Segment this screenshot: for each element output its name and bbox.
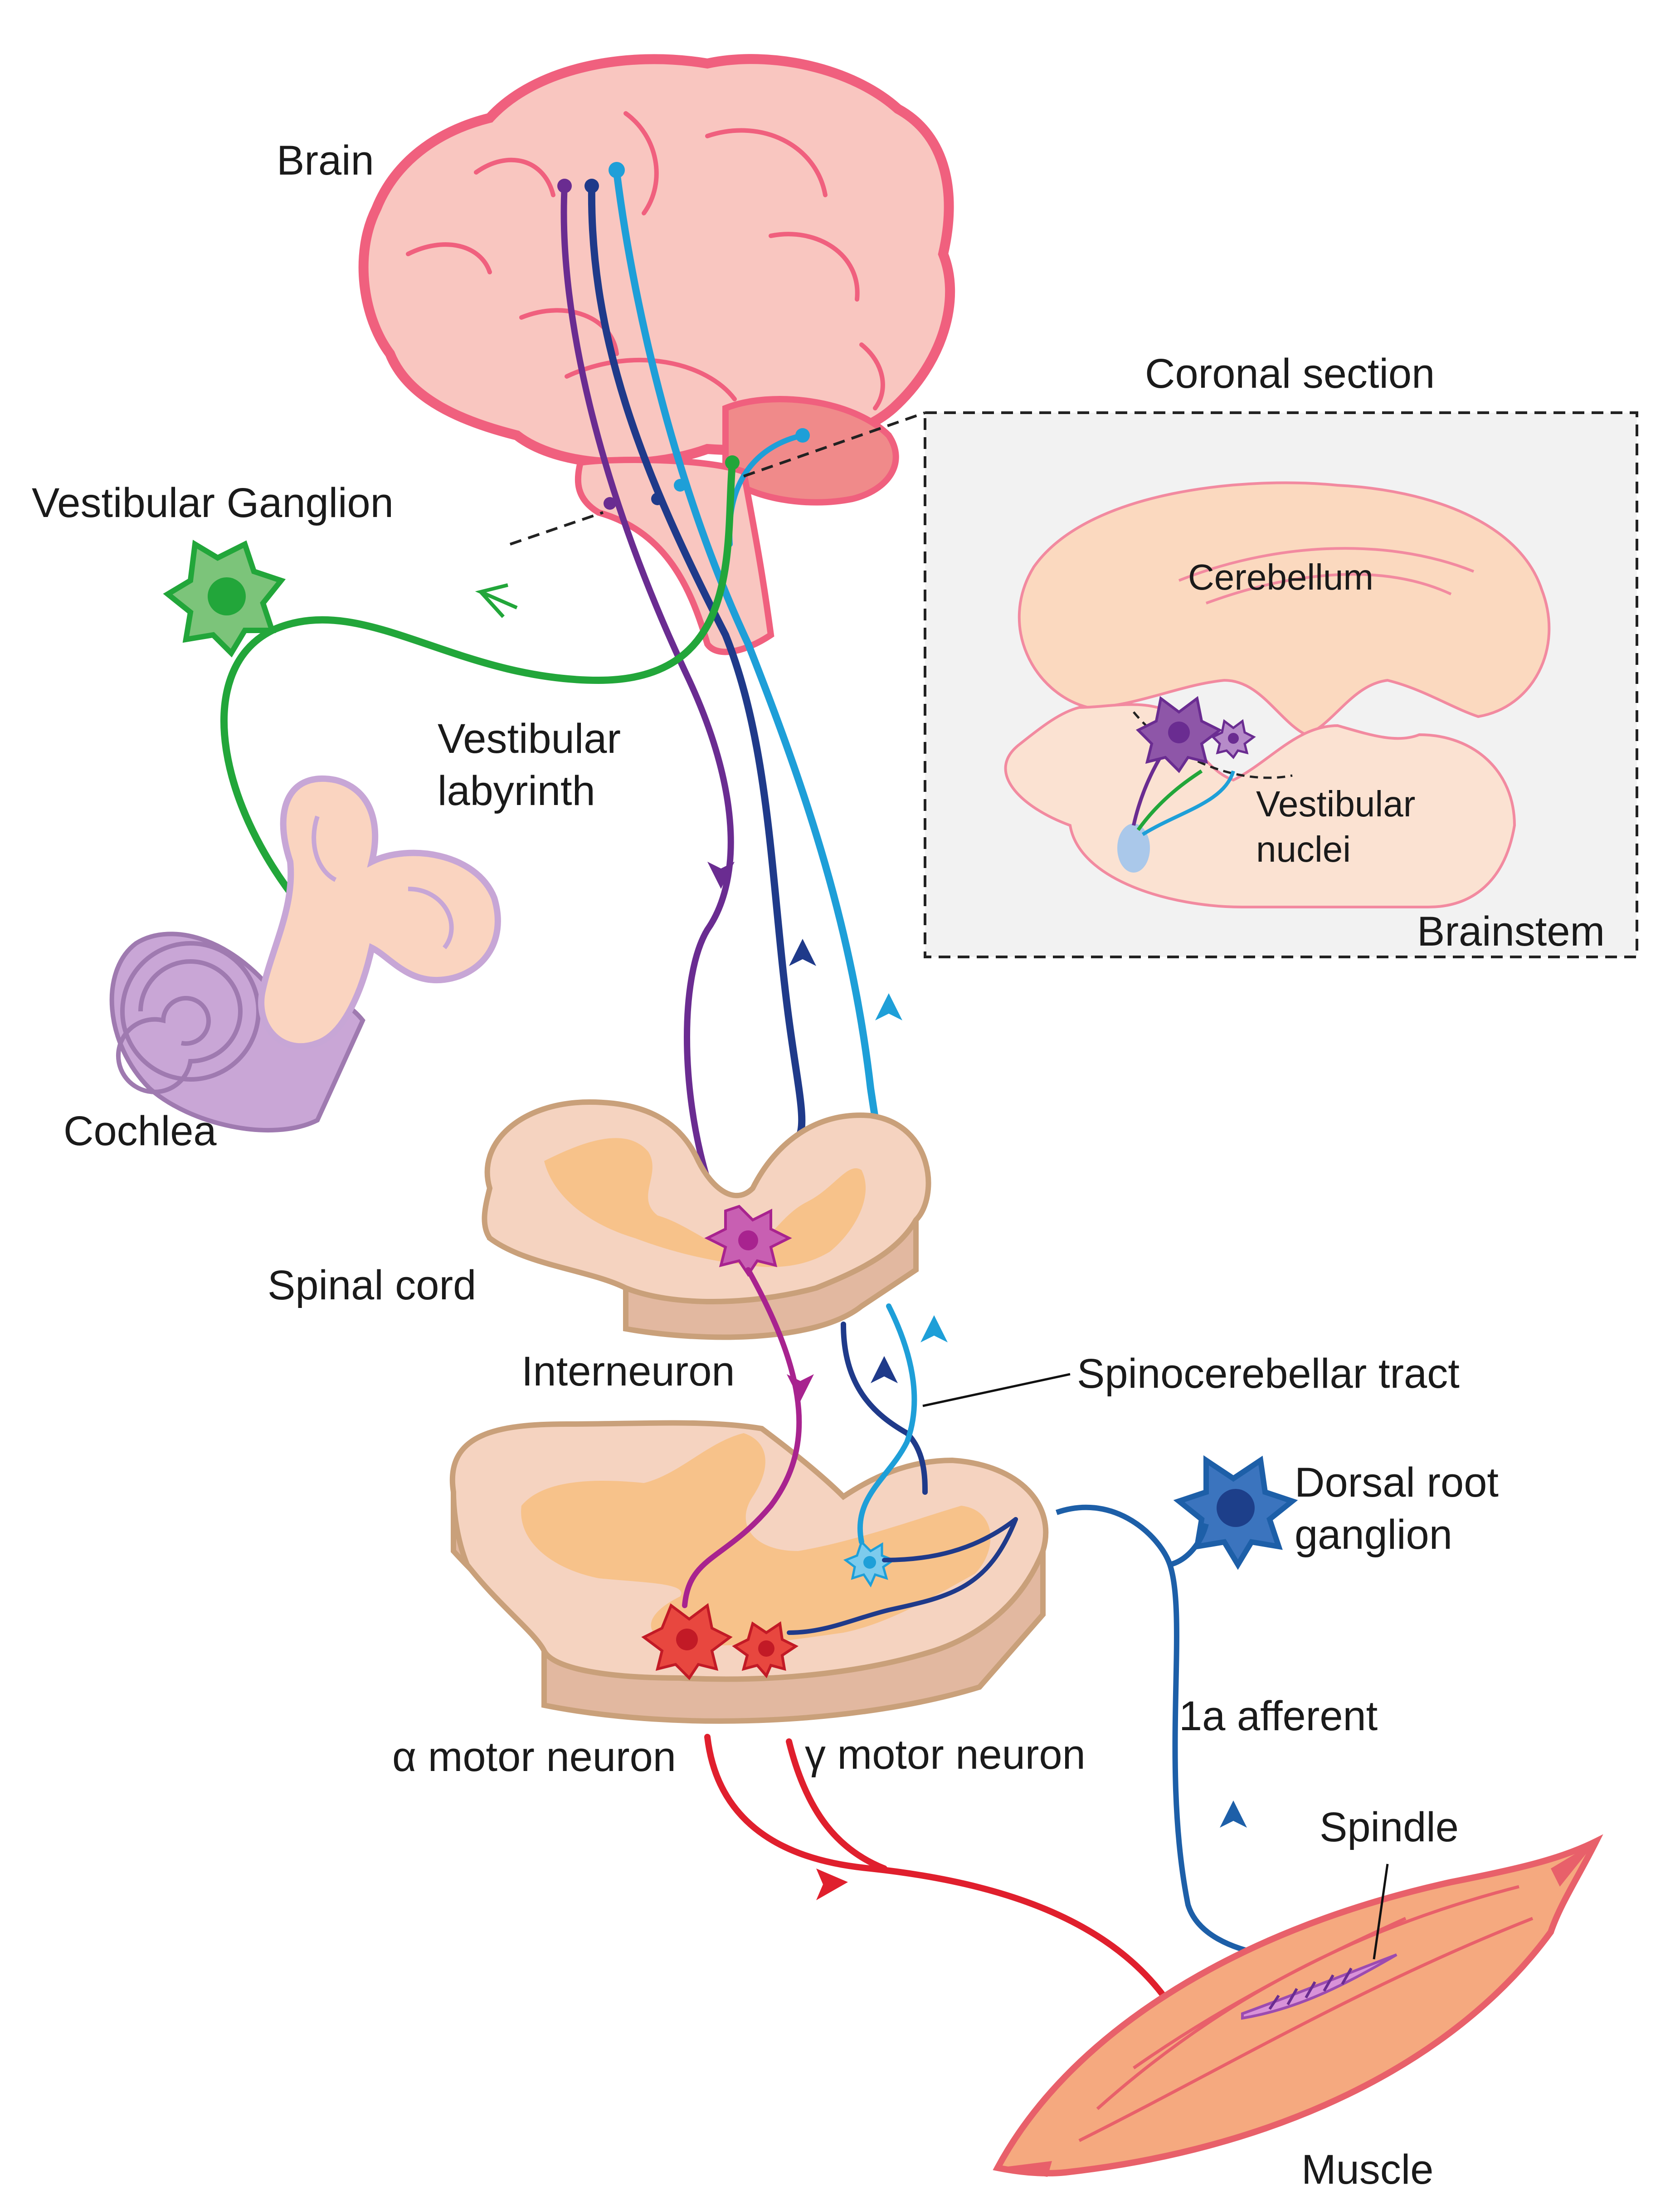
gamma-motor-neuron-cell [732,1621,799,1678]
label-dorsal-root-ganglion-2: ganglion [1295,1512,1452,1558]
brain [358,54,955,655]
vestibular-nerve-arrow [475,583,518,618]
brainstem-blue-soma [674,479,687,492]
label-vestibular-nuclei-1: Vestibular [1256,784,1415,824]
arrow-navy-up [789,939,816,966]
muscle-spindle [1241,1953,1398,2020]
tract-cell-dots [557,162,810,510]
cochlea [109,932,365,1132]
label-muscle: Muscle [1301,2147,1433,2193]
label-interneuron: Interneuron [521,1348,735,1395]
lower-cord-grey-matter [521,1433,991,1646]
upper-interneuron [704,1205,792,1277]
label-vestibular-labyrinth-1: Vestibular [438,716,621,762]
brain-hemisphere [358,54,955,468]
arrow-afferent-up [1220,1800,1247,1828]
brainstem-purple-soma [604,497,616,510]
label-dorsal-root-ganglion-1: Dorsal root [1295,1459,1499,1506]
navy-tract-soma [584,179,599,193]
label-brainstem: Brainstem [1417,908,1605,955]
labels: Brain Coronal section Vestibular Ganglio… [32,137,1605,2193]
arrow-purple-down [707,862,735,889]
purple-tract-soma [557,179,572,193]
spinocerebellar-cell [843,1540,896,1588]
arrow-navy-up-lower [871,1356,898,1383]
label-gamma-motor-neuron: γ motor neuron [805,1732,1086,1778]
arrow-interneuron-down [787,1374,814,1401]
label-cochlea: Cochlea [63,1108,217,1154]
inset-guide-lower [510,511,604,546]
intersegment-fibers [682,1267,1018,1635]
navy-tract [588,182,806,1142]
afferent-1a-branch [1169,1523,1209,1567]
label-1a-afferent: 1a afferent [1179,1693,1378,1739]
label-vestibular-labyrinth-2: labyrinth [438,768,595,814]
label-brain: Brain [277,137,374,184]
label-vestibular-ganglion: Vestibular Ganglion [32,480,394,526]
label-cerebellum: Cerebellum [1188,557,1373,597]
arrow-blue-up-lower [920,1315,948,1342]
purple-tract [560,183,747,1223]
inset-nucleus-small [1211,719,1256,759]
muscle [993,1834,1603,2177]
brain-gyri [406,111,885,410]
afferent-branch-to-gamma [787,1517,1018,1635]
arrow-blue-up [875,993,902,1020]
afferent-branch-to-spino [882,1517,1018,1562]
label-spindle: Spindle [1320,1804,1459,1850]
label-spinal-cord: Spinal cord [268,1262,476,1308]
spinocerebellar-leader [922,1373,1071,1407]
label-spinocerebellar-tract: Spinocerebellar tract [1077,1351,1460,1397]
vestibular-nerve [220,462,736,928]
lightblue-spinocerebellar [857,1303,917,1545]
upper-spinal-cord [482,1099,931,1340]
vestibular-labyrinth [258,775,501,1050]
brain-cerebellum [722,396,899,506]
navy-descending [841,1322,928,1495]
direction-arrows [707,862,1247,1900]
label-vestibular-nuclei-2: nuclei [1256,829,1351,869]
inset-guide-upper [743,411,925,478]
inset-nucleus-large [1135,696,1222,773]
interneuron-fiber [682,1267,802,1608]
label-alpha-motor-neuron: α motor neuron [392,1734,676,1780]
lower-spinal-cord [450,1420,1049,1724]
lightblue-tract-soma [609,162,625,178]
arrow-efferent [816,1868,848,1900]
label-coronal-section: Coronal section [1145,351,1435,397]
inset-cerebellum [1018,481,1551,737]
cerebellar-soma [795,428,810,443]
dorsal-root-ganglion-cell [1173,1455,1298,1570]
inset-tract-bundle [1117,824,1150,873]
vestibular-ganglion-cell [163,540,286,658]
alpha-motor-neuron-cell [641,1603,733,1680]
coronal-inset [510,411,1638,958]
brainstem-navy-soma [651,493,664,505]
spindle-leader [1373,1864,1389,1960]
